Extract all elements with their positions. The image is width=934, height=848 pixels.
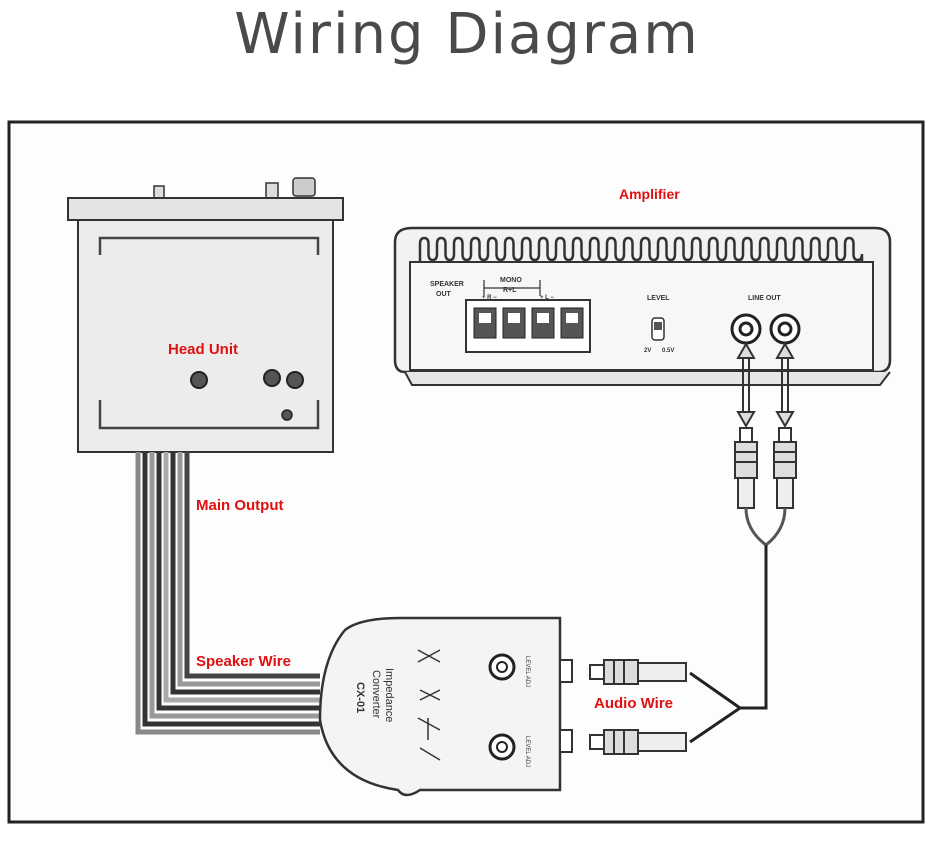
head-unit-knob <box>292 177 316 197</box>
level-low-label: 2V <box>644 348 651 354</box>
speaker-wire-harness <box>135 452 320 735</box>
head-unit-label: Head Unit <box>168 341 238 358</box>
head-unit-jack <box>286 371 304 389</box>
converter-name-line1: Impedance <box>383 668 395 722</box>
level-label: LEVEL <box>647 295 670 302</box>
rca-plug-pair-horizontal <box>589 659 687 755</box>
speaker-wire-label: Speaker Wire <box>196 653 291 670</box>
main-output-label: Main Output <box>196 497 283 514</box>
speaker-out-label: SPEAKER <box>430 281 464 288</box>
level-adj-label-top: LEVEL ADJ <box>524 656 530 687</box>
line-out-label: LINE OUT <box>748 295 781 302</box>
head-unit-jack <box>281 409 293 421</box>
amplifier: SPEAKER OUT MONO R+L + R − + L − LEVEL 2… <box>393 226 892 386</box>
converter-name-line2: Converter <box>370 670 382 719</box>
connection-arrows <box>736 341 795 429</box>
impedance-converter: LEVEL ADJ LEVEL ADJ Impedance Converter … <box>318 616 573 797</box>
l-terminal-label: + L − <box>540 295 554 301</box>
mono-label: MONO <box>500 277 522 284</box>
amplifier-label: Amplifier <box>619 186 680 202</box>
converter-model: CX-01 <box>354 682 366 713</box>
head-unit-jack <box>263 369 281 387</box>
audio-wire-label: Audio Wire <box>594 695 673 712</box>
speaker-out-label-2: OUT <box>436 291 452 298</box>
level-adj-label-bottom: LEVEL ADJ <box>524 736 530 767</box>
r-terminal-label: + R − <box>482 295 497 301</box>
amplifier-heatsink-fins <box>418 236 864 262</box>
page-title: Wiring Diagram <box>234 2 700 67</box>
rca-plug-pair <box>734 427 797 509</box>
head-unit <box>67 177 344 453</box>
level-high-label: 0.5V <box>662 348 674 354</box>
rl-label: R+L <box>503 287 517 294</box>
handwritten-mark <box>417 649 441 761</box>
head-unit-jack <box>190 371 208 389</box>
audio-cable <box>689 545 768 744</box>
